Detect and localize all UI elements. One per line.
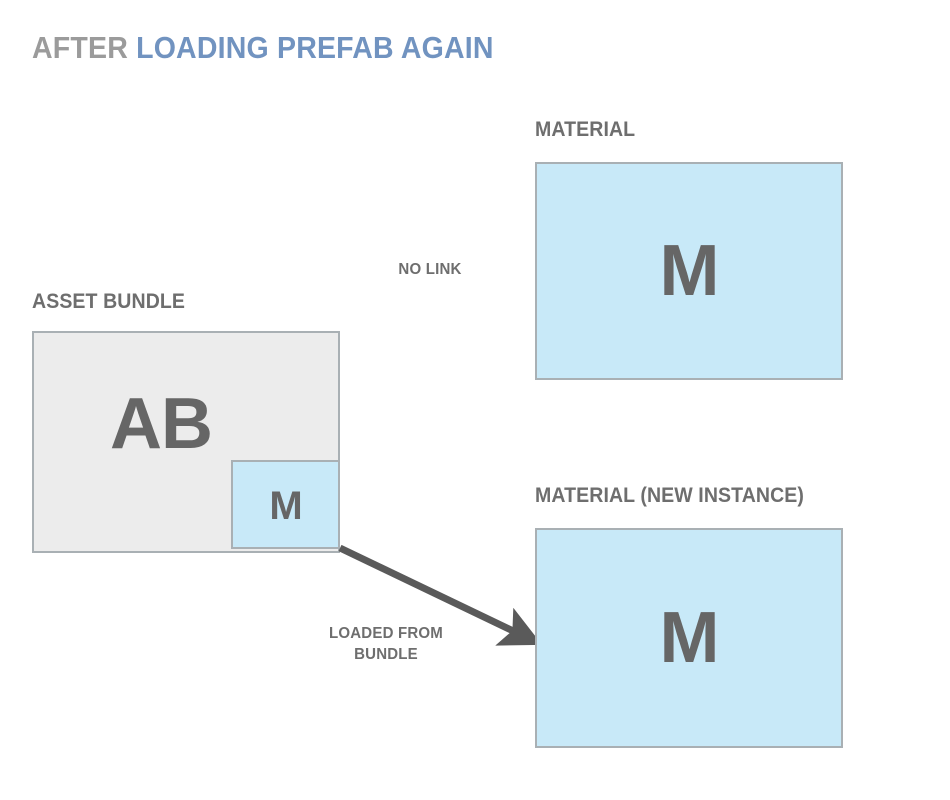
loaded-from-bundle-line1: LOADED FROM (328, 625, 444, 642)
material-instance-box-label: MATERIAL (NEW INSTANCE) (535, 484, 805, 507)
material-instance-glyph: M (659, 598, 720, 678)
asset-bundle-box: AB (32, 331, 340, 553)
material-box-label: MATERIAL (535, 118, 636, 141)
page-title-prefix: AFTER (32, 30, 137, 65)
no-link-label: NO LINK (398, 261, 462, 278)
material-glyph: M (659, 231, 720, 311)
page-title: AFTER LOADING PREFAB AGAIN (32, 28, 494, 68)
asset-bundle-glyph: AB (110, 384, 213, 464)
nested-material-glyph: M (269, 483, 302, 528)
loaded-from-bundle-label: LOADED FROM BUNDLE (305, 623, 467, 665)
asset-bundle-box-label: ASSET BUNDLE (32, 290, 186, 313)
material-instance-box: M (535, 528, 843, 748)
loaded-from-bundle-line2: BUNDLE (354, 646, 418, 663)
material-box: M (535, 162, 843, 380)
page-title-highlight: LOADING PREFAB AGAIN (136, 30, 494, 65)
nested-material-box: M (231, 460, 340, 549)
